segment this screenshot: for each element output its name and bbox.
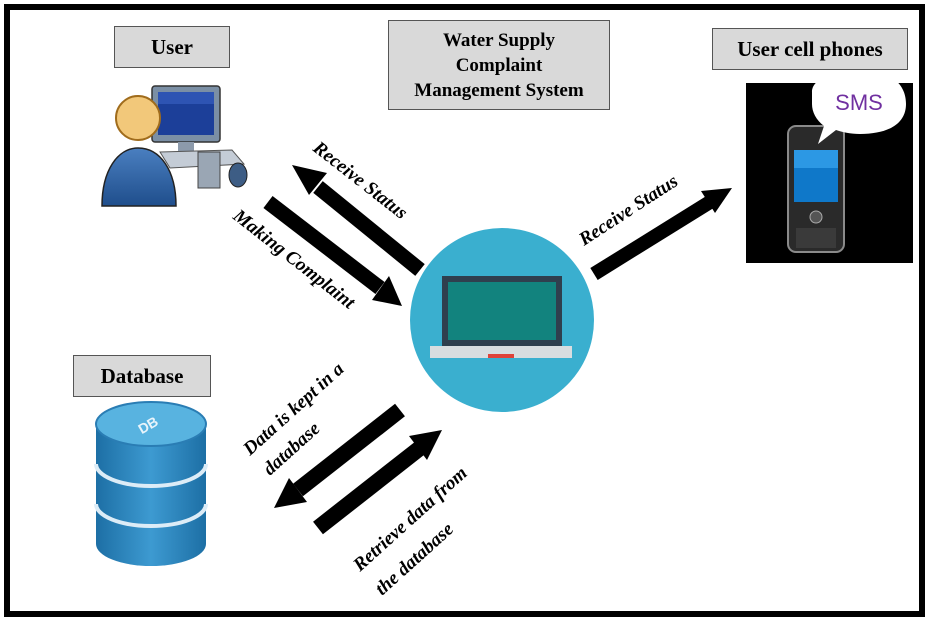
label-receive-status-phone: Receive Status bbox=[574, 171, 681, 251]
system-title-line-1: Water Supply bbox=[442, 29, 556, 51]
label-receive-status-user: Receive Status bbox=[308, 137, 411, 224]
arrow-making-complaint bbox=[263, 196, 402, 306]
user-box-label: User bbox=[151, 34, 193, 59]
user-computer-icon bbox=[101, 85, 248, 207]
arrow-receive-status-user bbox=[292, 165, 425, 276]
cell-phone-icon: SMS bbox=[746, 70, 913, 263]
arrow-data-kept bbox=[274, 403, 405, 508]
sms-bubble-text: SMS bbox=[835, 90, 883, 115]
system-title-line-3: Management System bbox=[414, 79, 584, 101]
database-box: Database bbox=[73, 355, 211, 397]
laptop-icon bbox=[410, 228, 594, 412]
user-cell-phones-box: User cell phones bbox=[712, 28, 908, 70]
system-title-box: Water Supply Complaint Management System bbox=[388, 20, 610, 110]
user-box: User bbox=[114, 26, 230, 68]
database-icon: DB bbox=[94, 401, 208, 566]
user-cell-phones-label: User cell phones bbox=[737, 36, 883, 61]
system-title-line-2: Complaint bbox=[455, 54, 543, 76]
arrow-receive-status-phone bbox=[590, 188, 732, 280]
system-title-text: Water Supply Complaint Management System bbox=[414, 28, 583, 103]
database-label: Database bbox=[100, 363, 184, 388]
arrow-retrieve-data bbox=[313, 430, 442, 535]
